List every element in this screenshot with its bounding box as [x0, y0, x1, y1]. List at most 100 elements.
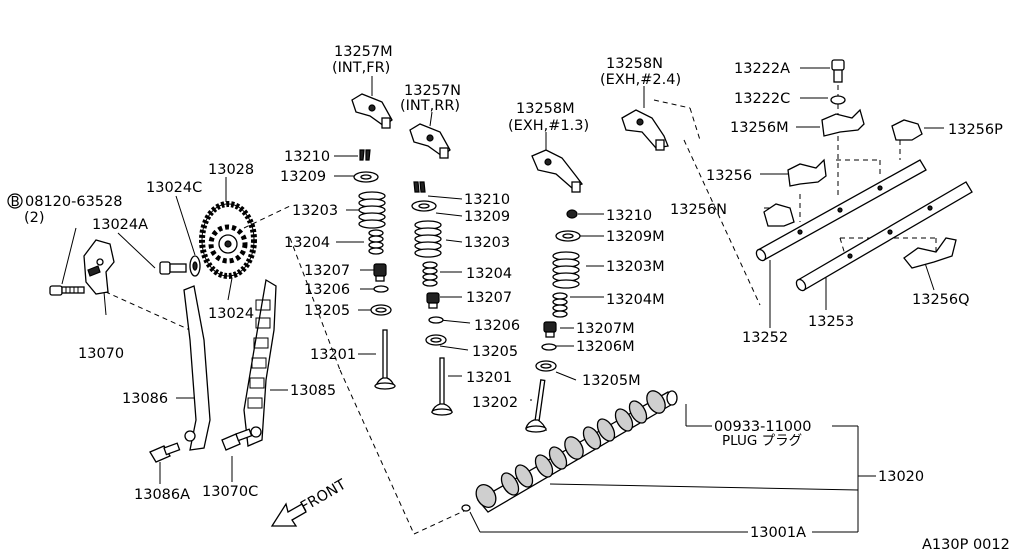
- label-13258n: 13258N: [606, 56, 663, 72]
- label-13222c: 13222C: [734, 91, 790, 107]
- valve-13201-left-icon: [374, 329, 396, 390]
- rocker-13257m-icon: [351, 93, 393, 129]
- rocker-shaft-13253: [795, 181, 973, 292]
- seat-13206m-icon: [541, 343, 557, 351]
- collet-13210-right-icon: [566, 209, 578, 219]
- label-13206-left: 13206: [304, 282, 350, 298]
- label-13258m-note: (EXH,#1.3): [508, 118, 589, 134]
- tensioner-bracket-13070: [83, 239, 115, 295]
- label-13253: 13253: [808, 314, 854, 330]
- spring-13203-center-icon: [414, 220, 442, 258]
- bracket-13256m-icon: [821, 108, 865, 137]
- seal-13207m-icon: [543, 321, 557, 338]
- valve-stack-center: [411, 181, 453, 416]
- label-13222a: 13222A: [734, 61, 790, 77]
- label-13086: 13086: [122, 391, 168, 407]
- label-13204-left: 13204: [284, 235, 330, 251]
- label-13258n-note: (EXH,#2.4): [600, 72, 681, 88]
- label-13252: 13252: [742, 330, 788, 346]
- label-13209m: 13209M: [606, 229, 665, 245]
- label-13205m: 13205M: [582, 373, 641, 389]
- label-08120: 08120-63528: [25, 194, 123, 210]
- part-labels: 13257M (INT,FR) 13257N (INT,RR) 13258M (…: [24, 44, 1010, 553]
- collet-13210-center-icon: [413, 181, 426, 193]
- leader-lines: [61, 67, 944, 535]
- label-13256m: 13256M: [730, 120, 789, 136]
- label-plug: PLUG プラグ: [722, 433, 802, 449]
- label-13203-center: 13203: [464, 235, 510, 251]
- label-13070: 13070: [78, 346, 124, 362]
- label-13085: 13085: [290, 383, 336, 399]
- label-13209-center: 13209: [464, 209, 510, 225]
- front-label: FRONT: [298, 477, 349, 516]
- plug-00933-icon: [666, 390, 678, 406]
- spring-13204-center-icon: [422, 261, 438, 287]
- collet-13210-left-icon: [359, 149, 371, 161]
- pin-13001a-icon: [461, 504, 471, 512]
- washer-13024c-icon: [189, 255, 201, 277]
- label-13202: 13202: [472, 395, 518, 411]
- label-13201-center: 13201: [466, 370, 512, 386]
- bolt-13024a-icon: [159, 261, 187, 275]
- label-13201-left: 13201: [310, 347, 356, 363]
- bolt-13070c-icon: [221, 428, 253, 451]
- bolt-circle-letter: B: [11, 194, 20, 210]
- bracket-13256p-icon: [891, 119, 923, 141]
- label-13258m: 13258M: [516, 101, 575, 117]
- label-13203m: 13203M: [606, 259, 665, 275]
- label-13070c: 13070C: [202, 484, 258, 500]
- diagram-id: A130P 0012: [922, 537, 1010, 553]
- washer-13222c-icon: [830, 95, 846, 105]
- spring-13203-left-icon: [358, 191, 386, 229]
- label-13205-left: 13205: [304, 303, 350, 319]
- label-13205-center: 13205: [472, 344, 518, 360]
- spring-13203m-icon: [552, 251, 580, 289]
- chain-guide-13085: [243, 278, 277, 447]
- label-13210-right: 13210: [606, 208, 652, 224]
- label-13257m-note: (INT,FR): [332, 60, 390, 76]
- label-13256q: 13256Q: [912, 292, 970, 308]
- front-arrow-icon: [270, 502, 307, 527]
- bolt-13086a-icon: [149, 442, 181, 463]
- timing-chain-13028: [199, 201, 257, 279]
- label-13206-center: 13206: [474, 318, 520, 334]
- label-13207-left: 13207: [304, 263, 350, 279]
- label-13256: 13256: [706, 168, 752, 184]
- label-13257n: 13257N: [404, 83, 461, 99]
- label-13001a: 13001A: [750, 525, 806, 541]
- label-13257m: 13257M: [334, 44, 393, 60]
- bolt-circle-icon: B: [7, 193, 23, 210]
- chain-guide-13086: [183, 285, 211, 451]
- label-13207m: 13207M: [576, 321, 635, 337]
- spring-13204-left-icon: [368, 229, 384, 255]
- label-13257n-note: (INT,RR): [400, 98, 460, 114]
- bracket-13256n-icon: [763, 203, 795, 227]
- seal-13207-center-icon: [426, 292, 440, 309]
- label-13024a: 13024A: [92, 217, 148, 233]
- label-13209-left: 13209: [280, 169, 326, 185]
- bolt-13222a-icon: [831, 59, 845, 83]
- sprocket-13024: [208, 224, 248, 264]
- spring-13204m-icon: [552, 292, 568, 318]
- label-13210-left: 13210: [284, 149, 330, 165]
- bracket-13256-icon: [787, 158, 827, 187]
- label-08120-qty: (2): [24, 210, 45, 226]
- label-13206m: 13206M: [576, 339, 635, 355]
- label-13256p: 13256P: [948, 122, 1003, 138]
- valve-13202-icon: [525, 379, 547, 433]
- rocker-shaft-13252: [755, 159, 927, 262]
- bracket-13256q-icon: [903, 237, 957, 269]
- label-13024c: 13024C: [146, 180, 202, 196]
- bolt-08120-icon: [49, 285, 85, 296]
- label-13024: 13024: [208, 306, 254, 322]
- camshaft-13001a: [475, 390, 677, 513]
- valve-stack-right: [525, 209, 581, 433]
- rocker-13258n-icon: [621, 109, 669, 151]
- label-13020: 13020: [878, 469, 924, 485]
- label-13210-center: 13210: [464, 192, 510, 208]
- label-13204m: 13204M: [606, 292, 665, 308]
- seat-13206-center-icon: [428, 316, 444, 324]
- label-13028: 13028: [208, 162, 254, 178]
- label-13204-center: 13204: [466, 266, 512, 282]
